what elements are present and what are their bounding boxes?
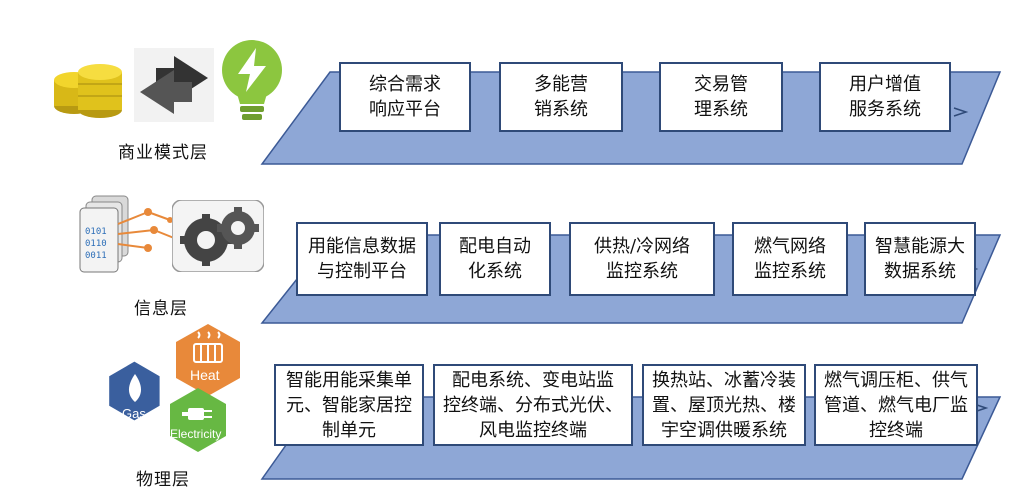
radiator-icon	[193, 331, 223, 363]
smart-energy-big-data-box: 智慧能源大 数据系统	[864, 222, 976, 296]
physical-arrow-mark	[973, 403, 989, 413]
business-layer-label: 商业模式层	[118, 143, 208, 163]
gas-label: Gas	[122, 406, 146, 421]
distribution-automation-box: 配电自动 化系统	[439, 222, 551, 296]
smart-metering-home-control-box: 智能用能采集单 元、智能家居控 制单元	[274, 364, 424, 446]
data-network-icon: 0101 0110 0011	[79, 195, 175, 273]
user-value-added-service-box: 用户增值 服务系统	[819, 62, 951, 132]
binary-line-2: 0110	[85, 239, 107, 249]
lightbulb-icon	[222, 40, 282, 120]
heating-cooling-network-monitor-box: 供热/冷网络 监控系统	[569, 222, 715, 296]
multi-energy-marketing-box: 多能营 销系统	[499, 62, 623, 132]
business-arrow-mark	[953, 107, 969, 117]
gas-flame-icon	[128, 374, 142, 402]
gears-icon	[172, 200, 264, 272]
exchange-arrows-icon	[134, 48, 214, 122]
gas-regulator-pipeline-plant-box: 燃气调压柜、供气 管道、燃气电厂监 控终端	[814, 364, 978, 446]
coins-icon	[54, 64, 122, 118]
information-layer-label: 信息层	[134, 299, 188, 319]
gas-network-monitor-box: 燃气网络 监控系统	[732, 222, 848, 296]
heat-exchange-ice-storage-box: 换热站、冰蓄冷装 置、屋顶光热、楼 宇空调供暖系统	[642, 364, 806, 446]
distribution-substation-pv-wind-box: 配电系统、变电站监 控终端、分布式光伏、 风电监控终端	[433, 364, 633, 446]
demand-response-platform-box: 综合需求 响应平台	[339, 62, 471, 132]
trading-management-box: 交易管 理系统	[659, 62, 783, 132]
plug-icon	[182, 408, 212, 420]
electricity-label: Electricity	[170, 427, 221, 441]
physical-layer-label: 物理层	[136, 470, 190, 490]
binary-line-1: 0101	[85, 227, 107, 237]
binary-line-3: 0011	[85, 251, 107, 261]
energy-hexagons-icon: Gas Heat Electricity	[109, 324, 240, 452]
heat-label: Heat	[190, 367, 220, 383]
energy-data-control-platform-box: 用能信息数据 与控制平台	[296, 222, 428, 296]
